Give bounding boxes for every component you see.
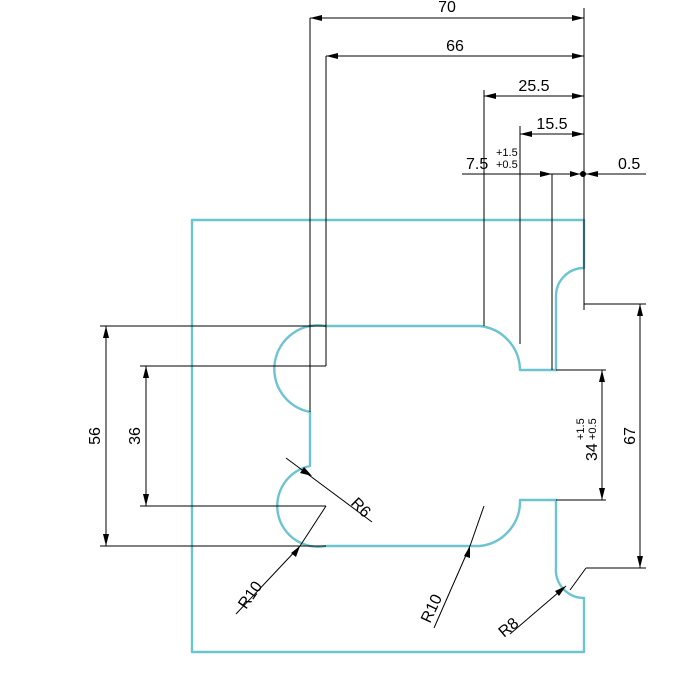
dimension-lines <box>100 8 646 635</box>
radius-r10-left-label: R10 <box>235 578 266 612</box>
dim-0-5-label: 0.5 <box>618 156 640 173</box>
radius-r6-label: R6 <box>347 495 374 522</box>
dim-25-5-label: 25.5 <box>518 78 549 95</box>
dimension-labels: 70 66 25.5 15.5 7.5 +1.5 +0.5 0.5 56 36 … <box>87 0 640 641</box>
dim-15-5-label: 15.5 <box>536 116 567 133</box>
dim-34-tol-lower: +0.5 <box>587 418 599 440</box>
outer-profile <box>190 218 586 654</box>
radius-r10-bottom-label: R10 <box>418 592 446 626</box>
dim-70-label: 70 <box>438 0 456 16</box>
part-outline <box>190 218 586 654</box>
dim-67-label: 67 <box>622 427 639 445</box>
dim-34-label: 34 <box>584 443 601 461</box>
radius-r8-label: R8 <box>496 615 523 641</box>
dim-34-tol-upper: +1.5 <box>575 418 587 440</box>
dim-56-label: 56 <box>87 427 104 445</box>
dim-7-5-label: 7.5 <box>466 156 488 173</box>
dim-7-5-tol-upper: +1.5 <box>496 147 518 159</box>
dim-7-5-tol-lower: +0.5 <box>496 159 518 171</box>
dim-66-label: 66 <box>446 38 464 55</box>
dim-36-label: 36 <box>127 427 144 445</box>
